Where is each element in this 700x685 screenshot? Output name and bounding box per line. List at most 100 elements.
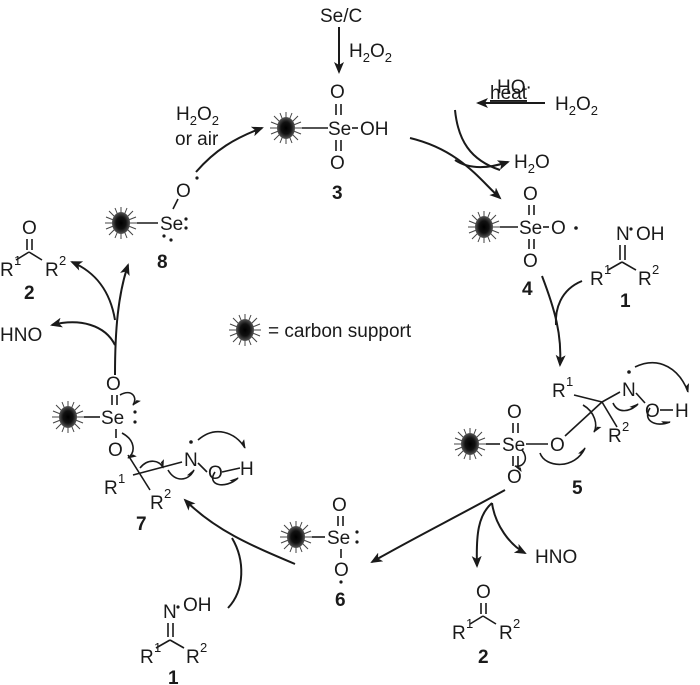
svg-text:H: H [675,401,689,422]
water-out-arrow [454,159,510,170]
svg-text:O: O [208,463,223,484]
carbon-support-icon [279,520,313,554]
svg-text:H2O2: H2O2 [555,94,598,118]
carbon-support-icon [269,111,303,145]
compound-2-label: 2 [478,647,489,668]
oxime-in-arrow-right [554,280,583,326]
compound-4-label: 4 [522,279,533,300]
hno-out-arrow-right [491,502,527,554]
svg-text:2: 2 [59,253,66,268]
water-byproduct: H2O [514,152,550,176]
svg-text:OH: OH [183,595,212,616]
svg-text:R: R [590,269,604,290]
compound-6: O Se O 6 [279,495,359,611]
svg-text:Se: Se [327,528,350,549]
svg-text:N: N [163,602,177,623]
hno-out-arrow-left [50,317,116,346]
svg-text:1: 1 [566,374,573,389]
svg-text:O: O [332,495,347,516]
oxidant-top: H2O2 [349,41,392,65]
svg-text:O: O [507,402,522,423]
svg-text:1: 1 [466,616,473,631]
hno-right: HNO [535,547,577,568]
svg-text:H2O2: H2O2 [349,41,392,65]
svg-text:2: 2 [200,640,207,655]
svg-text:R: R [150,493,164,514]
svg-text:R: R [608,426,622,447]
svg-text:O: O [330,82,345,103]
compound-2-left-label: 2 [24,283,35,304]
svg-text:R: R [140,647,154,668]
svg-text:1: 1 [118,471,125,486]
svg-text:O: O [550,435,565,456]
compound-3: O Se OH O 3 [269,82,389,204]
compound-3-label: 3 [332,183,343,204]
svg-text:R: R [638,269,652,290]
svg-text:2: 2 [622,419,629,434]
svg-text:O: O [176,181,191,202]
svg-text:O: O [22,218,37,239]
svg-text:O: O [334,560,349,581]
svg-text:OH: OH [636,224,665,245]
svg-text:1: 1 [154,640,161,655]
svg-text:H: H [240,459,254,480]
svg-text:R: R [452,623,466,644]
svg-text:2: 2 [164,486,171,501]
legend: = carbon support [228,313,412,347]
carbon-support-icon [51,400,85,434]
svg-text:N: N [616,224,630,245]
svg-text:2: 2 [513,616,520,631]
arrow-6-to-7 [183,498,296,565]
svg-text:N: N [184,450,198,471]
carbon-support-icon [453,427,487,461]
svg-text:N: N [622,380,636,401]
carbon-support-icon [467,210,501,244]
compound-8-label: 8 [157,252,168,273]
arrow-5-to-6 [370,489,506,564]
regen-oxidant: H2O2 [176,104,219,128]
regen-alt: or air [175,129,219,150]
arrow-7-to-8 [114,263,130,376]
svg-text:R: R [552,381,566,402]
svg-text:O: O [551,218,566,239]
svg-text:O: O [106,374,121,395]
svg-text:O: O [330,153,345,174]
svg-text:O: O [476,582,491,603]
compound-7-label: 7 [136,514,147,535]
compound-4: O Se O O 4 [467,184,578,300]
carbon-support-icon [104,206,138,240]
heat-label: heat [490,83,528,104]
svg-text:R: R [45,260,59,281]
svg-text:O: O [523,184,538,205]
svg-text:2: 2 [652,262,659,277]
svg-text:O: O [645,401,660,422]
compound-1-label: 1 [620,291,631,312]
carbon-support-icon [228,313,262,347]
svg-text:1: 1 [604,262,611,277]
hydroxyl-radical: HO· [497,77,532,98]
arrow-4-to-5 [541,275,566,367]
svg-text:Se: Se [328,119,351,140]
start-catalyst: Se/C [320,6,362,27]
svg-text:R: R [104,478,118,499]
ketone-out-arrow-bottom [471,502,493,568]
compound-8: Se O 8 [104,176,199,273]
svg-text:R: R [0,260,14,281]
svg-text:H2O: H2O [514,152,550,176]
svg-text:O: O [523,251,538,272]
hno-left: HNO [0,325,42,346]
oxidant-right: H2O2 [555,94,598,118]
compound-1-left-label: 1 [168,668,179,685]
svg-text:H2O2: H2O2 [176,104,219,128]
svg-text:Se: Se [519,218,542,239]
svg-text:R: R [186,647,200,668]
arrow-8-to-3 [195,126,264,173]
arrow-3-to-4 [409,137,502,200]
legend-text: = carbon support [268,321,412,342]
